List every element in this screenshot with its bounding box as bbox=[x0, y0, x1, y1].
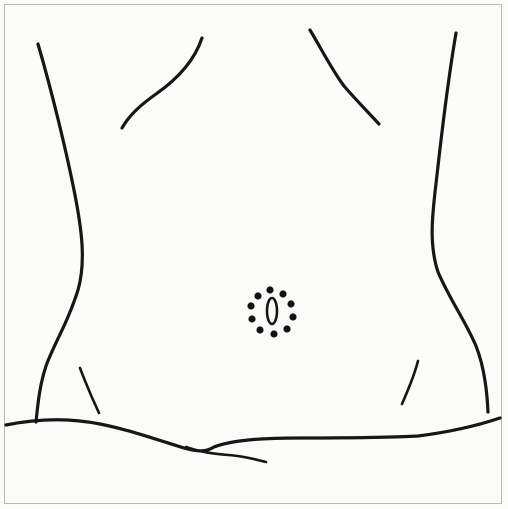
left-torso-contour bbox=[36, 44, 82, 422]
ring-dot bbox=[248, 315, 255, 322]
ring-dot bbox=[247, 302, 254, 309]
lower-drape-line bbox=[6, 418, 500, 451]
ring-dot bbox=[279, 290, 286, 297]
drape-fold bbox=[186, 447, 266, 462]
ring-dot bbox=[287, 300, 294, 307]
right-rib-arc bbox=[310, 30, 379, 124]
right-inguinal-line bbox=[402, 361, 418, 404]
ring-dot bbox=[270, 330, 277, 337]
navel bbox=[267, 298, 277, 324]
periumbilical-dot-ring bbox=[247, 286, 296, 337]
right-torso-contour bbox=[432, 33, 488, 412]
ring-dot bbox=[254, 292, 261, 299]
ring-dot bbox=[289, 313, 296, 320]
ring-dot bbox=[256, 326, 263, 333]
left-rib-arc bbox=[122, 38, 202, 128]
left-inguinal-line bbox=[80, 368, 99, 413]
ring-dot bbox=[266, 286, 273, 293]
ring-dot bbox=[283, 325, 290, 332]
